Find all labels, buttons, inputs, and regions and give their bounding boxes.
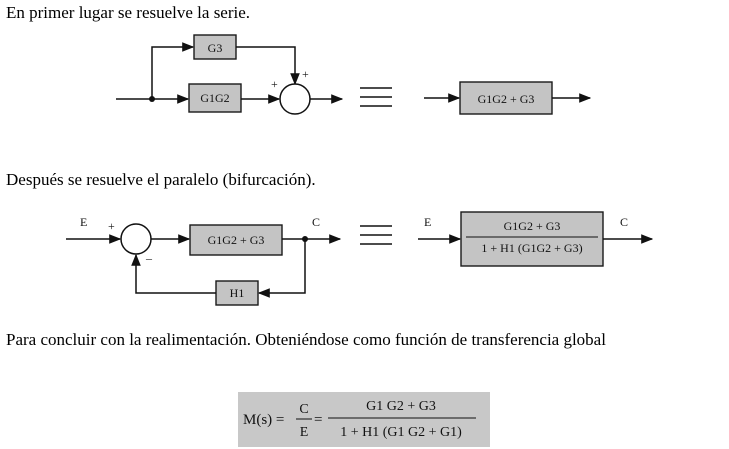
block-result-numerator: G1G2 + G3 bbox=[504, 219, 561, 233]
wire-g3-to-sum bbox=[236, 46, 300, 86]
sign-plus-left: + bbox=[271, 77, 278, 91]
formula-lhs: M(s) = bbox=[243, 412, 284, 428]
block-g3-label: G3 bbox=[208, 41, 223, 55]
sign-minus: – bbox=[145, 251, 153, 265]
wire-to-feedback bbox=[257, 239, 306, 298]
formula-ratio-denominator: E bbox=[300, 425, 309, 440]
block-g1g2-label: G1G2 bbox=[200, 91, 229, 105]
paragraph-parallel: Después se resuelve el paralelo (bifurca… bbox=[6, 170, 316, 189]
block-g1g2 bbox=[188, 83, 242, 113]
block-equivalent bbox=[459, 81, 553, 115]
wire-feedback-to-sum bbox=[131, 253, 216, 294]
formula-denominator: 1 + H1 (G1 G2 + G1) bbox=[340, 425, 462, 440]
summing-junction-2 bbox=[120, 223, 152, 255]
label-output-c: C bbox=[312, 215, 320, 229]
sign-plus: + bbox=[108, 219, 115, 233]
label-result-c: C bbox=[620, 215, 628, 229]
diagram-feedback: E + – G1G2 + G3 C H1 E G1G2 + G3 1 + H1 … bbox=[66, 211, 654, 306]
paragraph-conclusion: Para concluir con la realimentación. Obt… bbox=[6, 330, 606, 349]
formula-numerator: G1 G2 + G3 bbox=[366, 399, 436, 414]
block-feedback-label: H1 bbox=[230, 286, 245, 300]
formula-equals: = bbox=[314, 412, 322, 428]
formula-background bbox=[238, 392, 490, 447]
block-forward-label: G1G2 + G3 bbox=[208, 233, 265, 247]
summing-junction bbox=[279, 83, 311, 115]
diagram-series: G3 G1G2 + + G1G2 + G3 bbox=[116, 34, 592, 115]
label-input-e: E bbox=[80, 215, 87, 229]
block-result-denominator: 1 + H1 (G1G2 + G3) bbox=[481, 241, 582, 255]
label-result-e: E bbox=[424, 215, 431, 229]
sign-plus-top: + bbox=[302, 67, 309, 81]
formula-ratio-numerator: C bbox=[299, 402, 308, 417]
transfer-function-formula: M(s) = C E = G1 G2 + G3 1 + H1 (G1 G2 + … bbox=[238, 392, 490, 447]
wire-to-g3 bbox=[151, 42, 195, 99]
block-equivalent-label: G1G2 + G3 bbox=[478, 92, 535, 106]
paragraph-series: En primer lugar se resuelve la serie. bbox=[6, 3, 251, 22]
block-forward bbox=[189, 224, 283, 256]
